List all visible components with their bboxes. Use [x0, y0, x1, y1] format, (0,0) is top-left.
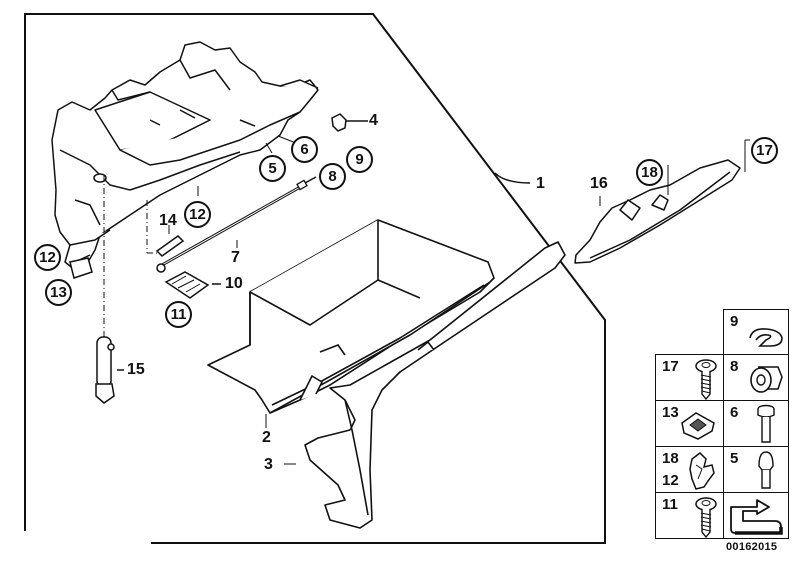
assembly-frame	[24, 13, 606, 544]
callout-9: 9	[346, 146, 373, 173]
callout-12-left: 12	[34, 244, 61, 271]
callout-15: 15	[127, 361, 145, 378]
pin-icon	[757, 404, 775, 443]
callout-2: 2	[262, 429, 271, 446]
guide-lines	[103, 175, 158, 338]
callout-10: 10	[225, 275, 243, 292]
plug-icon	[758, 451, 774, 489]
legend-cell-18-12: 18 12	[655, 446, 725, 494]
legend-label: 6	[730, 404, 739, 421]
screw-icon	[695, 497, 717, 538]
callout-17: 17	[751, 137, 778, 164]
legend-cell-9: 9	[723, 309, 789, 356]
legend-cell-5: 5	[723, 446, 789, 494]
part-10-plate	[164, 271, 221, 299]
callout-12-carrier: 12	[184, 201, 211, 228]
part-14-pin	[155, 225, 185, 257]
part-3-trim	[284, 241, 566, 529]
callout-8: 8	[319, 163, 346, 190]
callout-16: 16	[590, 175, 608, 192]
legend-cell-13: 13	[655, 400, 725, 448]
legend-cell-6: 6	[723, 400, 789, 448]
callout-4: 4	[369, 112, 378, 129]
callout-5: 5	[259, 155, 286, 182]
legend-label: 9	[730, 313, 739, 330]
legend-label: 11	[662, 496, 678, 513]
callout-6: 6	[291, 136, 318, 163]
legend-cell-17: 17	[655, 354, 725, 402]
legend-cell-arrow	[723, 492, 789, 539]
callout-14: 14	[159, 212, 177, 229]
callout-1: 1	[536, 175, 545, 192]
callout-1-leader	[494, 172, 531, 184]
spring-clip-icon	[749, 328, 783, 347]
legend-label: 17	[662, 358, 679, 375]
part-4-clip	[331, 113, 368, 132]
clip-icon	[689, 452, 715, 490]
legend-cell-8: 8	[723, 354, 789, 402]
legend-label-bottom: 12	[662, 472, 679, 489]
part-2-glove-box	[207, 219, 495, 428]
callout-18: 18	[636, 159, 663, 186]
callout-3: 3	[264, 456, 273, 473]
glove-box-carrier	[51, 41, 319, 271]
legend-label-top: 18	[662, 450, 679, 467]
part-7-cable	[156, 176, 317, 273]
part-15-damper	[95, 336, 124, 404]
legend-label: 8	[730, 358, 739, 375]
callout-7: 7	[231, 249, 240, 266]
callout-13: 13	[45, 279, 72, 306]
part-16-trim-strip	[574, 139, 750, 264]
diagram-code: 00162015	[726, 541, 778, 553]
grommet-icon	[750, 366, 783, 393]
part-13-nut-left	[69, 257, 93, 279]
legend-label: 5	[730, 450, 739, 467]
speed-nut-icon	[681, 412, 715, 440]
callout-11: 11	[165, 301, 192, 328]
legend-label: 13	[662, 404, 679, 421]
arrow-icon	[730, 499, 783, 535]
screw-icon	[695, 359, 717, 400]
legend-cell-11: 11	[655, 492, 725, 539]
